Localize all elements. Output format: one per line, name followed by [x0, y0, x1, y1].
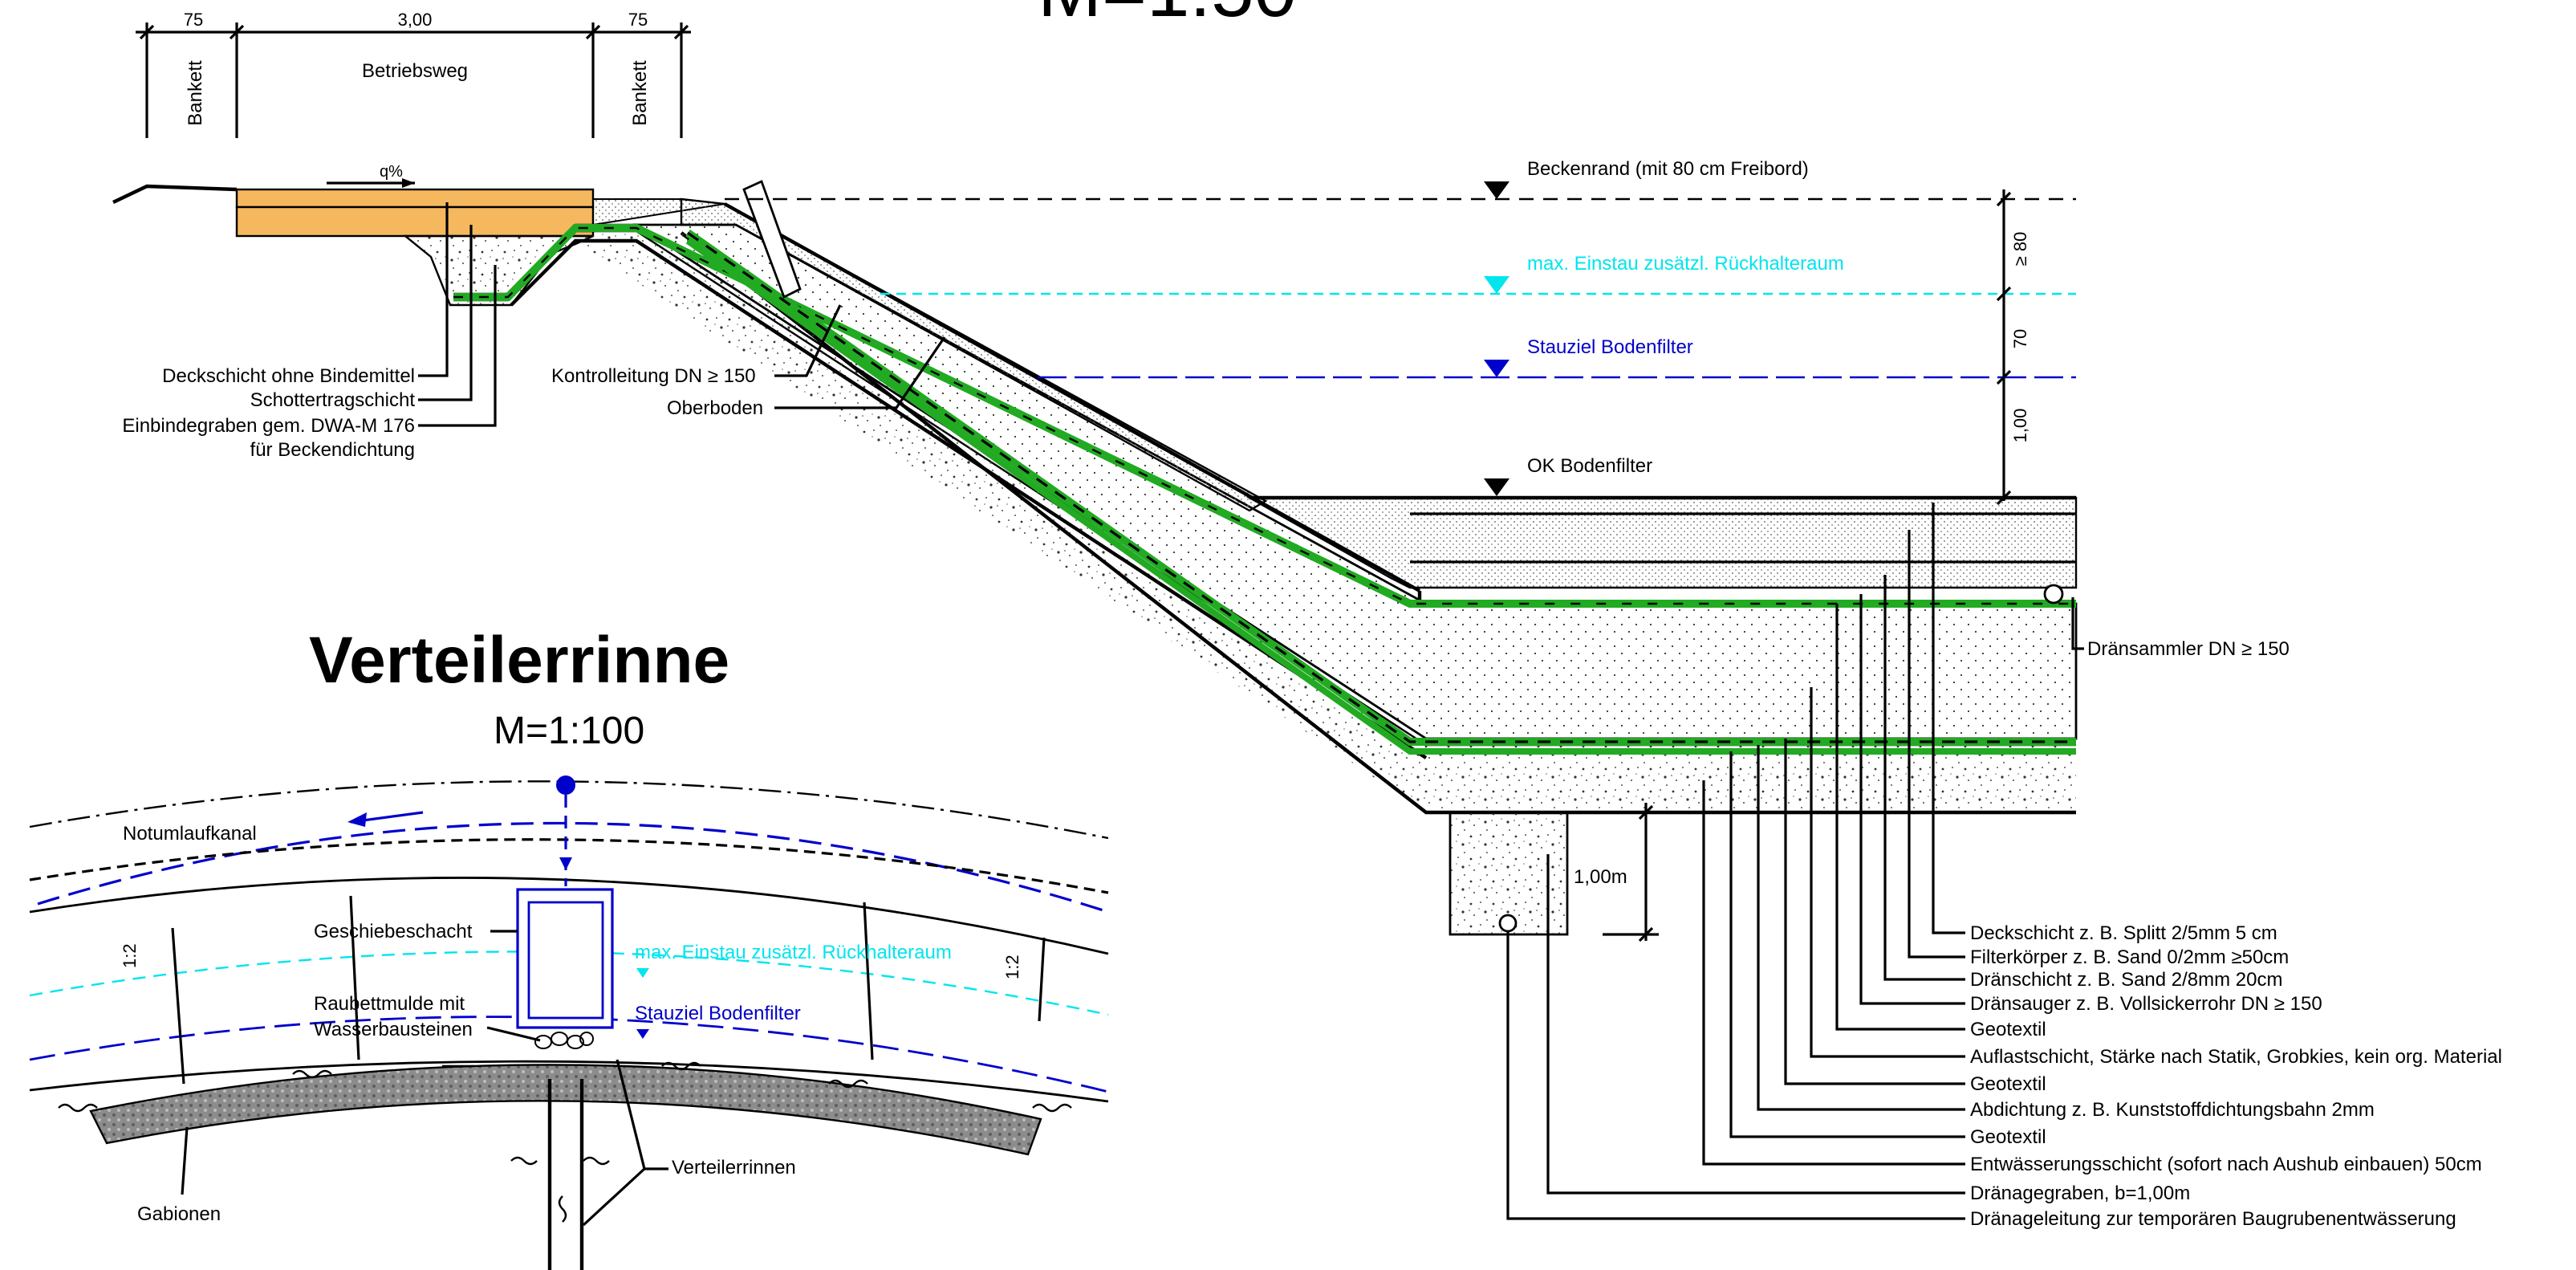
legend-item: Geotextil	[1970, 1019, 2046, 1040]
legend-item: Abdichtung z. B. Kunststoffdichtungsbahn…	[1970, 1099, 2375, 1121]
label-gabionen: Gabionen	[137, 1203, 221, 1225]
max-einstau-label: max. Einstau zusätzl. Rückhalteraum	[1527, 253, 1844, 275]
draensammler-pipe	[2043, 584, 2064, 604]
draensammler-leader	[2071, 597, 2084, 650]
legend-item: Entwässerungsschicht (sofort nach Aushub…	[1970, 1154, 2482, 1175]
stauziel-marker	[1484, 360, 1509, 377]
legend-item: Auflastschicht, Stärke nach Statik, Grob…	[1970, 1046, 2502, 1068]
leader-schotter	[418, 225, 473, 401]
stauziel-label: Stauziel Bodenfilter	[1527, 336, 1693, 358]
plan-title: Verteilerrinne	[309, 624, 729, 697]
water-levels: Beckenrand (mit 80 cm Freibord) max. Ein…	[725, 158, 2076, 496]
geschiebeschacht	[516, 888, 614, 1029]
legend-item: Geotextil	[1970, 1126, 2046, 1148]
embankment-outer	[680, 231, 2076, 815]
legend-item: Filterkörper z. B. Sand 0/2mm ≥50cm	[1970, 946, 2289, 968]
gabionen-band	[89, 1064, 1042, 1156]
dim-bankett-right: 75	[628, 10, 648, 30]
kontrolleitung-pipe	[742, 180, 802, 299]
label-schottertragschicht: Schottertragschicht	[250, 389, 416, 411]
vdim-rueckhalt: 70	[2010, 329, 2030, 348]
label-beckendichtung: für Beckendichtung	[250, 439, 415, 461]
label-raubettmulde-1: Raubettmulde mit	[314, 993, 465, 1015]
lower-dash	[687, 231, 2076, 743]
plan-verteilerrinne: Verteilerrinne M=1:100 1:2 1:2	[29, 624, 1109, 1270]
plan-arc-cyan	[29, 950, 1109, 1016]
leader-verteilerrinnen-2	[582, 1167, 646, 1227]
leader-kontrolleitung	[774, 304, 842, 377]
slope-label: q%	[380, 163, 403, 181]
inlet-arrow	[559, 857, 572, 870]
notumlaufkanal-channel	[37, 821, 1109, 914]
slope-arrow: q%	[327, 163, 415, 188]
plan-label-stauziel: Stauziel Bodenfilter	[635, 1003, 801, 1024]
slope-labels: Kontrolleitung DN ≥ 150 Oberboden Dränsa…	[551, 304, 2290, 660]
beckenrand-marker	[1484, 181, 1509, 199]
legend-item: Dränagegraben, b=1,00m	[1970, 1182, 2190, 1204]
ok-bodenfilter-label: OK Bodenfilter	[1527, 455, 1652, 477]
flow-arrows	[58, 1061, 1072, 1223]
label-geschiebeschacht: Geschiebeschacht	[314, 921, 473, 942]
legend-item: Dränschicht z. B. Sand 2/8mm 20cm	[1970, 969, 2282, 991]
plan-label-max-einstau: max. Einstau zusätzl. Rückhalteraum	[635, 942, 952, 963]
plan-arc-top	[29, 877, 1109, 955]
beckenrand-label: Beckenrand (mit 80 cm Freibord)	[1527, 158, 1809, 180]
plan-scale: M=1:100	[494, 710, 644, 752]
label-einbindegraben: Einbindegraben gem. DWA-M 176	[122, 415, 415, 437]
vertical-dimensions: ≥ 80 70 1,00	[1996, 189, 2030, 506]
plan-cyan-marker	[636, 968, 649, 978]
trench-dimension: 1,00m	[1574, 803, 1659, 942]
label-verteilerrinnen: Verteilerrinnen	[672, 1157, 796, 1178]
label-raubettmulde-2: Wasserbausteinen	[314, 1019, 473, 1040]
plan-slope-right: 1:2	[1002, 955, 1022, 979]
plan-arc-dashed	[29, 838, 1109, 894]
label-kontrolleitung: Kontrolleitung DN ≥ 150	[551, 365, 756, 387]
top-dimension-chain: 75 3,00 75 Bankett Betriebsweg Bankett	[136, 10, 691, 138]
bankett-left-label: Bankett	[185, 60, 206, 126]
plan-slope-left: 1:2	[120, 943, 140, 968]
trench-dim-label: 1,00m	[1574, 866, 1627, 888]
section-scale: M=1:50	[1038, 0, 1297, 33]
legend-leaders	[1506, 503, 1965, 1220]
cross-section: M=1:50 75 3,00 75 Bankett Betriebsweg Ba…	[112, 0, 2502, 1230]
geschiebeschacht-inner	[527, 901, 604, 1020]
geotextile-band-lower-2	[685, 238, 2076, 755]
bankett-right-label: Bankett	[629, 60, 651, 126]
road-layers	[235, 188, 595, 238]
plan-blue-marker	[636, 1029, 649, 1039]
ground-line	[112, 184, 238, 204]
legend-item: Deckschicht z. B. Splitt 2/5mm 5 cm	[1970, 922, 2277, 944]
betriebsweg-label: Betriebsweg	[362, 60, 468, 82]
vdim-stauziel: 1,00	[2010, 409, 2030, 443]
vdim-freibord: ≥ 80	[2010, 232, 2030, 267]
legend: Deckschicht z. B. Splitt 2/5mm 5 cm Filt…	[1970, 922, 2502, 1230]
leader-oberboden	[774, 336, 946, 409]
dim-bankett-left: 75	[184, 10, 203, 30]
max-einstau-marker	[1484, 276, 1509, 294]
legend-item: Dränsauger z. B. Vollsickerrohr DN ≥ 150	[1970, 993, 2322, 1015]
label-notumlaufkanal: Notumlaufkanal	[123, 823, 257, 845]
plan-arc-bottom	[29, 1060, 1109, 1103]
raubettmulde-stones	[534, 1032, 594, 1049]
embankment-inner	[510, 238, 1428, 759]
leader-deckschicht	[418, 202, 449, 377]
dim-betriebsweg: 3,00	[398, 10, 433, 30]
upper-dash	[453, 226, 2076, 605]
legend-item: Geotextil	[1970, 1073, 2046, 1095]
legend-item: Dränageleitung zur temporären Baugrubene…	[1970, 1208, 2456, 1230]
notumlauf-arrow-head	[347, 812, 367, 827]
left-layer-labels: Deckschicht ohne Bindemittel Schottertra…	[122, 202, 497, 461]
label-oberboden: Oberboden	[667, 397, 763, 419]
ok-bodenfilter-marker	[1484, 478, 1509, 496]
label-deckschicht: Deckschicht ohne Bindemittel	[162, 365, 415, 387]
leader-einbindegraben	[418, 265, 497, 427]
draenageleitung-pipe	[1498, 914, 1518, 933]
label-draensammler: Dränsammler DN ≥ 150	[2087, 638, 2290, 660]
inlet-point	[556, 775, 575, 795]
